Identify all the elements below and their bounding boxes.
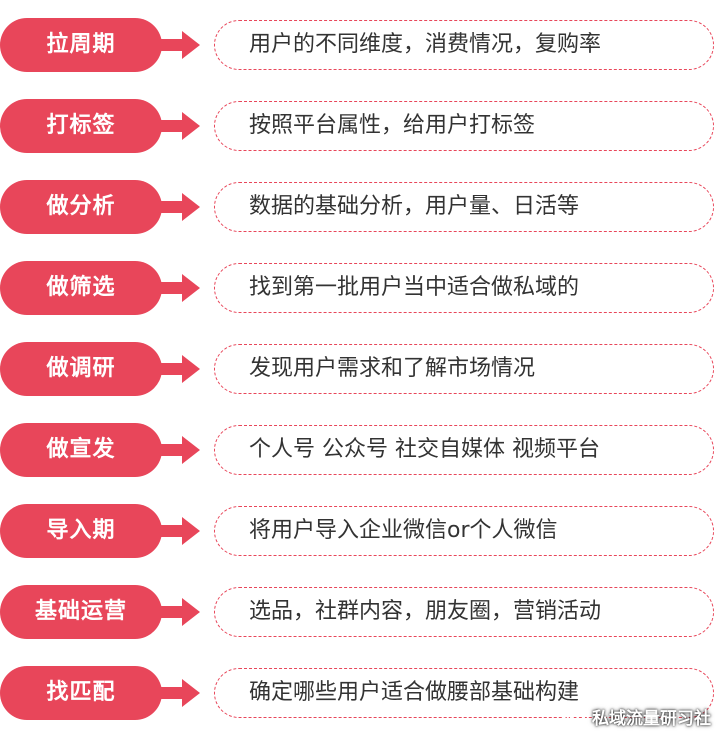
arrow-right-icon: [160, 112, 200, 140]
arrow-right-icon: [160, 193, 200, 221]
step-label: 基础运营: [0, 585, 162, 639]
arrow-right-icon: [160, 436, 200, 464]
step-description-box: 确定哪些用户适合做腰部基础构建: [214, 668, 714, 718]
step-label: 打标签: [0, 99, 162, 153]
step-list: 拉周期 用户的不同维度，消费情况，复购率打标签 按照平台属性，给用户打标签做分析 数据…: [0, 18, 725, 747]
step-description-box: 选品，社群内容，朋友圈，营销活动: [214, 587, 714, 637]
arrow-right-icon: [160, 31, 200, 59]
step-description-box: 个人号 公众号 社交自媒体 视频平台: [214, 425, 714, 475]
step-description-box: 用户的不同维度，消费情况，复购率: [214, 20, 714, 70]
step-row: 做筛选 找到第一批用户当中适合做私域的: [0, 261, 725, 342]
step-row: 做调研 发现用户需求和了解市场情况: [0, 342, 725, 423]
step-label: 做调研: [0, 342, 162, 396]
step-label: 做筛选: [0, 261, 162, 315]
step-description: 用户的不同维度，消费情况，复购率: [249, 32, 602, 57]
step-row: 做宣发 个人号 公众号 社交自媒体 视频平台: [0, 423, 725, 504]
step-description: 选品，社群内容，朋友圈，营销活动: [249, 599, 602, 624]
step-row: 拉周期 用户的不同维度，消费情况，复购率: [0, 18, 725, 99]
watermark: 私域流量研习社: [562, 704, 711, 729]
step-description-box: 按照平台属性，给用户打标签: [214, 101, 714, 151]
step-description: 数据的基础分析，用户量、日活等: [249, 194, 580, 219]
step-row: 打标签 按照平台属性，给用户打标签: [0, 99, 725, 180]
step-description: 确定哪些用户适合做腰部基础构建: [249, 680, 580, 705]
step-description-box: 发现用户需求和了解市场情况: [214, 344, 714, 394]
watermark-text: 私域流量研习社: [592, 709, 711, 729]
arrow-right-icon: [160, 679, 200, 707]
step-label: 做宣发: [0, 423, 162, 477]
step-label: 拉周期: [0, 18, 162, 72]
wechat-icon: [562, 706, 586, 726]
arrow-right-icon: [160, 598, 200, 626]
step-row: 基础运营 选品，社群内容，朋友圈，营销活动: [0, 585, 725, 666]
arrow-right-icon: [160, 274, 200, 302]
step-description-box: 找到第一批用户当中适合做私域的: [214, 263, 714, 313]
step-description: 将用户导入企业微信or个人微信: [249, 518, 558, 543]
step-row: 做分析 数据的基础分析，用户量、日活等: [0, 180, 725, 261]
step-label: 导入期: [0, 504, 162, 558]
step-description-box: 数据的基础分析，用户量、日活等: [214, 182, 714, 232]
step-row: 导入期 将用户导入企业微信or个人微信: [0, 504, 725, 585]
step-description: 按照平台属性，给用户打标签: [249, 113, 536, 138]
step-description: 发现用户需求和了解市场情况: [249, 356, 536, 381]
arrow-right-icon: [160, 517, 200, 545]
step-row: 找匹配 确定哪些用户适合做腰部基础构建: [0, 666, 725, 747]
step-description-box: 将用户导入企业微信or个人微信: [214, 506, 714, 556]
step-label: 找匹配: [0, 666, 162, 720]
step-description: 个人号 公众号 社交自媒体 视频平台: [249, 437, 600, 462]
step-label: 做分析: [0, 180, 162, 234]
arrow-right-icon: [160, 355, 200, 383]
step-description: 找到第一批用户当中适合做私域的: [249, 275, 580, 300]
